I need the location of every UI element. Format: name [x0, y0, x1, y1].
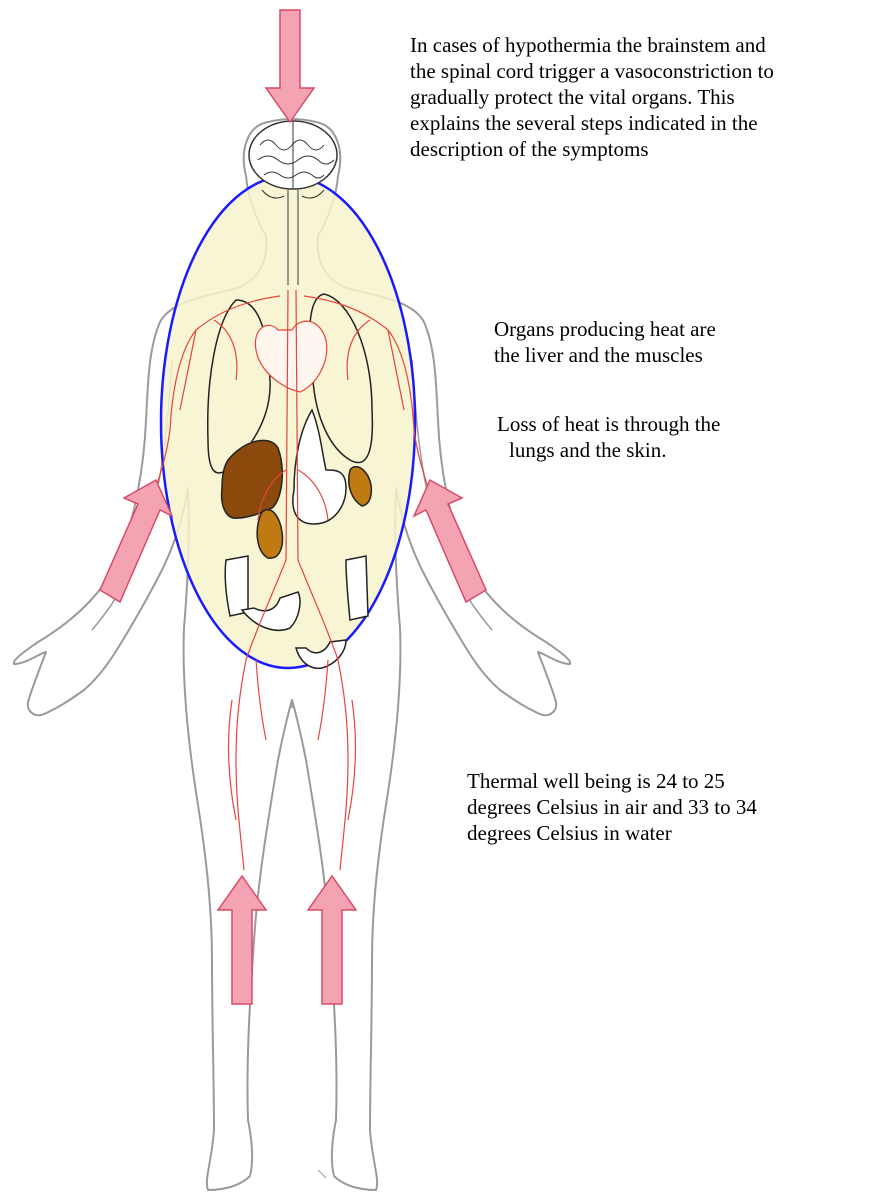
arrow-right-arm [414, 480, 486, 602]
heat-producing-note: Organs producing heat are the liver and … [494, 316, 716, 368]
arrow-head [266, 10, 314, 122]
hypothermia-note-line: In cases of hypothermia the brainstem an… [410, 32, 774, 58]
arrow-right-leg [308, 876, 356, 1004]
hypothermia-note-line: gradually protect the vital organs. This [410, 84, 774, 110]
heat-producing-note-line: Organs producing heat are [494, 316, 716, 342]
hypothermia-note: In cases of hypothermia the brainstem an… [410, 32, 774, 162]
heat-producing-note-line: the liver and the muscles [494, 342, 716, 368]
heat-loss-note: Loss of heat is through the lungs and th… [497, 411, 720, 463]
hypothermia-note-line: the spinal cord trigger a vasoconstricti… [410, 58, 774, 84]
hypothermia-note-line: description of the symptoms [410, 136, 774, 162]
thermal-wellbeing-note: Thermal well being is 24 to 25 degrees C… [467, 768, 757, 846]
thermal-wellbeing-note-line: degrees Celsius in air and 33 to 34 [467, 794, 757, 820]
foot-detail [318, 1170, 326, 1178]
heat-loss-note-line: Loss of heat is through the [497, 411, 720, 437]
heat-loss-note-line: lungs and the skin. [497, 437, 720, 463]
thermal-wellbeing-note-line: Thermal well being is 24 to 25 [467, 768, 757, 794]
hypothermia-note-line: explains the several steps indicated in … [410, 110, 774, 136]
arrow-left-arm [100, 480, 172, 602]
thermal-wellbeing-note-line: degrees Celsius in water [467, 820, 757, 846]
